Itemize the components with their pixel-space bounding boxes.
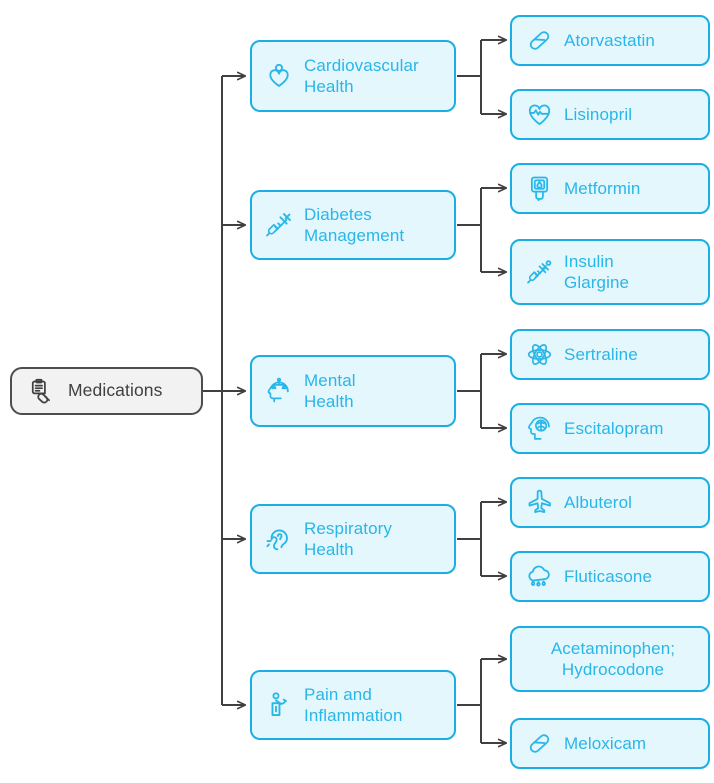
node-medication-insulin-glargine[interactable]: Insulin Glargine	[510, 239, 710, 305]
node-medication-label: Acetaminophen; Hydrocodone	[550, 638, 676, 679]
node-medication-sertraline[interactable]: Sertraline	[510, 329, 710, 380]
node-medication-atorvastatin[interactable]: Atorvastatin	[510, 15, 710, 66]
node-category-respiratory-health[interactable]: Respiratory Health	[250, 504, 456, 574]
node-medication-label: Atorvastatin	[564, 30, 655, 50]
node-category-label: Pain and Inflammation	[304, 684, 403, 725]
ear-soundwave-icon	[264, 524, 294, 554]
syringe-droplet-icon	[524, 257, 554, 287]
node-medication-fluticasone[interactable]: Fluticasone	[510, 551, 710, 602]
node-medication-escitalopram[interactable]: Escitalopram	[510, 403, 710, 454]
syringe-icon	[264, 210, 294, 240]
atom-molecule-icon	[524, 340, 554, 370]
node-medication-label: Metformin	[564, 178, 641, 198]
node-medication-meloxicam[interactable]: Meloxicam	[510, 718, 710, 769]
node-medication-label: Sertraline	[564, 344, 638, 364]
head-brain-icon	[524, 414, 554, 444]
heart-pulse-icon	[524, 100, 554, 130]
glucose-meter-icon	[524, 174, 554, 204]
node-medication-label: Fluticasone	[564, 566, 653, 586]
node-root-label: Medications	[68, 380, 163, 401]
heart-person-icon	[264, 61, 294, 91]
rain-cloud-icon	[524, 562, 554, 592]
node-medication-label: Escitalopram	[564, 418, 664, 438]
node-category-cardiovascular-health[interactable]: Cardiovascular Health	[250, 40, 456, 112]
node-category-label: Diabetes Management	[304, 204, 405, 245]
airplane-icon	[524, 488, 554, 518]
node-category-mental-health[interactable]: Mental Health	[250, 355, 456, 427]
node-category-diabetes-management[interactable]: Diabetes Management	[250, 190, 456, 260]
capsule-split-icon	[524, 729, 554, 759]
node-medication-acetaminophen-hydrocodone[interactable]: Acetaminophen; Hydrocodone	[510, 626, 710, 692]
node-category-label: Cardiovascular Health	[304, 55, 419, 96]
node-medication-metformin[interactable]: Metformin	[510, 163, 710, 214]
capsule-pill-icon	[524, 26, 554, 56]
node-medication-albuterol[interactable]: Albuterol	[510, 477, 710, 528]
clipboard-pill-icon	[26, 376, 56, 406]
node-medication-label: Lisinopril	[564, 104, 633, 124]
head-brain-scale-icon	[264, 376, 294, 406]
node-medication-label: Meloxicam	[564, 733, 647, 753]
node-medication-label: Albuterol	[564, 492, 632, 512]
node-root-medications[interactable]: Medications	[10, 367, 203, 415]
person-injury-icon	[264, 690, 294, 720]
node-category-pain-and-inflammation[interactable]: Pain and Inflammation	[250, 670, 456, 740]
node-medication-lisinopril[interactable]: Lisinopril	[510, 89, 710, 140]
node-medication-label: Insulin Glargine	[564, 251, 630, 292]
node-category-label: Respiratory Health	[304, 518, 393, 559]
node-category-label: Mental Health	[304, 370, 356, 411]
